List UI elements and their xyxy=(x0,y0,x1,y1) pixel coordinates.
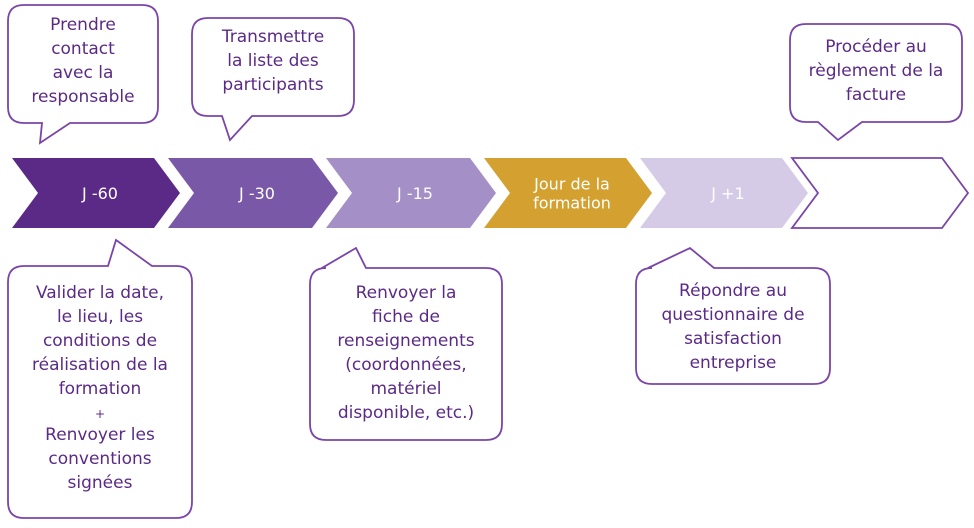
callout-line: disponible, etc.) xyxy=(338,403,474,423)
callout-line: fiche de xyxy=(372,307,440,327)
callout-line: formation xyxy=(59,379,142,399)
callout-line: la liste des xyxy=(227,51,319,71)
timeline-step-label: formation xyxy=(533,194,611,213)
callout-line: satisfaction xyxy=(684,329,782,349)
timeline-step-label: J -30 xyxy=(238,184,275,203)
callout-line: (coordonnées, xyxy=(345,355,466,375)
timeline-arrow xyxy=(640,158,808,228)
timeline-step-label: J -15 xyxy=(396,184,433,203)
timeline-step-label: J +1 xyxy=(710,184,744,203)
callout-line: contact xyxy=(51,39,115,59)
callout-line: le lieu, les xyxy=(57,307,143,327)
callout-line: facture xyxy=(846,85,906,105)
callout-line: entreprise xyxy=(690,353,777,373)
callout-bubble xyxy=(7,4,159,145)
callout-bubble xyxy=(7,238,193,519)
callout-line: Procéder au xyxy=(825,37,927,57)
timeline-step-label: Jour de la xyxy=(533,175,610,194)
top-callout-2: Transmettre la liste des participants xyxy=(191,17,355,142)
callout-line: signées xyxy=(68,473,133,493)
callout-line: règlement de la xyxy=(809,61,944,81)
timeline-arrow xyxy=(12,158,180,228)
callout-line: conventions xyxy=(48,449,151,469)
callout-line: Renvoyer la xyxy=(356,283,457,303)
callout-line: Transmettre xyxy=(221,27,324,47)
timeline-step-1: J -60 xyxy=(12,158,180,228)
callout-line: Répondre au xyxy=(679,281,787,301)
callout-line: conditions de xyxy=(43,331,157,351)
callout-line: participants xyxy=(222,75,323,95)
callout-line: questionnaire de xyxy=(661,305,804,325)
callout-line: réalisation de la xyxy=(32,355,168,375)
timeline-arrow xyxy=(326,158,496,228)
timeline-arrow xyxy=(484,158,652,228)
timeline-step-2: J -30 xyxy=(168,158,338,228)
timeline-step-6: J +15 xyxy=(790,157,970,229)
callout-line: Valider la date, xyxy=(36,283,164,303)
callout-bubble xyxy=(789,23,963,142)
callout-line: Renvoyer les xyxy=(45,425,155,445)
timeline-step-label: J +15 xyxy=(861,184,906,203)
callout-line: avec la xyxy=(53,63,114,83)
timeline-arrow xyxy=(168,158,338,228)
bottom-callout-1: Valider la date, le lieu, les conditions d… xyxy=(7,238,193,519)
plus-separator: + xyxy=(95,407,105,421)
timeline-arrow xyxy=(790,157,970,229)
top-callout-3: Procéder au règlement de la facture xyxy=(789,23,963,142)
bottom-callout-3: Répondre au questionnaire de satisfaction e… xyxy=(635,246,831,385)
callout-line: renseignements xyxy=(337,331,474,351)
callout-bubble xyxy=(309,246,503,441)
timeline-step-3: J -15 xyxy=(326,158,496,228)
callout-bubble xyxy=(191,17,355,142)
callout-line: responsable xyxy=(31,87,134,107)
bottom-callout-2: Renvoyer la fiche de renseignements (coordo… xyxy=(309,246,503,441)
callout-line: matériel xyxy=(371,379,442,399)
timeline-step-label: J -60 xyxy=(81,184,118,203)
callout-line: Prendre xyxy=(50,15,116,35)
timeline-step-5: J +1 xyxy=(640,158,808,228)
top-callout-1: Prendre contact avec la responsable xyxy=(7,4,159,145)
callout-bubble xyxy=(635,246,831,385)
